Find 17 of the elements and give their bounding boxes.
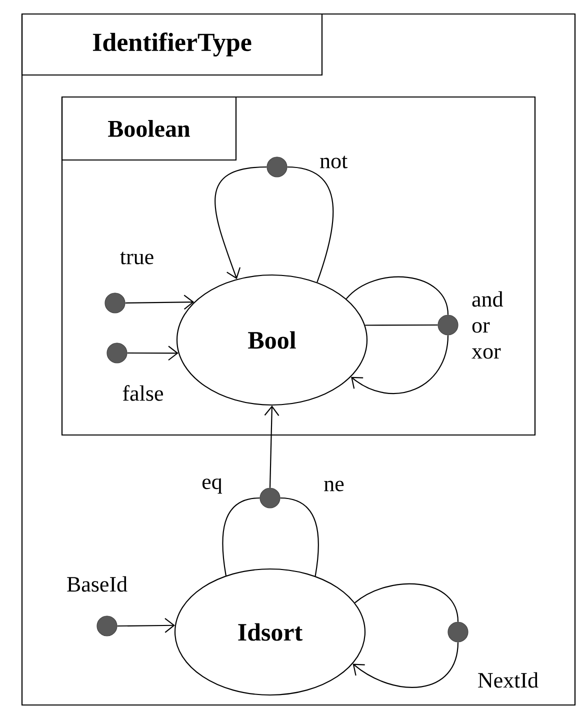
operation-label: true	[120, 252, 154, 264]
operation-label: and or xor	[472, 291, 504, 359]
arrow	[125, 294, 194, 310]
arrow	[264, 406, 280, 488]
heading-tab: Boolean	[61, 96, 237, 161]
arrow	[351, 335, 449, 394]
arrow	[214, 166, 267, 280]
heading-tab: IdentifierType	[21, 13, 323, 76]
operation-label: false	[122, 385, 163, 401]
operation-label: not	[320, 156, 348, 168]
operation-label: NextId	[478, 672, 538, 688]
arrow	[352, 642, 459, 688]
arrow	[127, 346, 178, 361]
operation-label: BaseId	[67, 576, 128, 592]
operation-label: eq	[202, 478, 222, 494]
operation-label: ne	[324, 480, 344, 492]
arrow	[117, 618, 175, 633]
